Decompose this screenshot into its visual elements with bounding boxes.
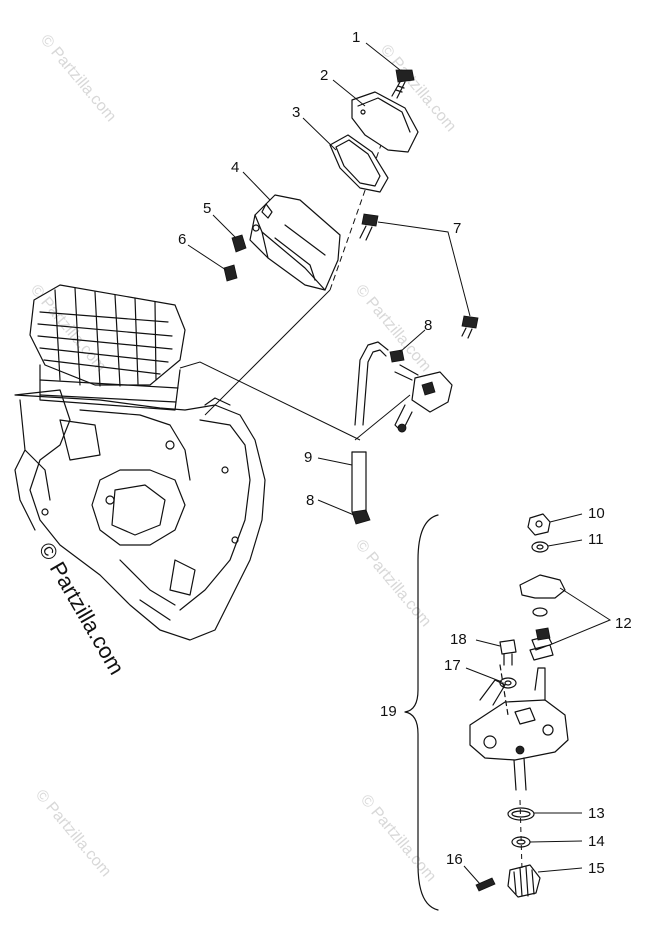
callout-18: 18 [450,631,467,648]
callout-13: 13 [588,805,605,822]
oil-pump-small-drawing [394,364,453,433]
partzilla-watermark: © Partzilla.com [34,538,130,679]
watermark-layer: © Partzilla.com © Partzilla.com © Partzi… [27,32,459,886]
part-1-bolt [391,69,415,99]
callout-8: 8 [306,492,314,509]
watermark-text: © Partzilla.com [357,792,439,886]
part-7-bolts [359,213,479,339]
watermark-text: © Partzilla.com [352,537,434,631]
callout-5: 5 [203,200,211,217]
callout-8: 8 [424,317,432,334]
part-6-grommet [223,264,238,282]
callout-15: 15 [588,860,605,877]
part-2-cover [351,91,419,153]
part-3-gasket [329,134,389,193]
callout-17: 17 [444,657,461,674]
part-11-washer [531,541,549,553]
part-8-clamp [389,349,405,363]
callout-7: 7 [453,220,461,237]
watermark-text: © Partzilla.com [37,32,119,126]
oil-pump-body-drawing [469,664,569,791]
leader-line [354,394,411,441]
callout-2: 2 [320,67,328,84]
part-12-lever [519,574,566,661]
part-15-gear [507,864,541,898]
assembly-brace [404,514,439,911]
callout-16: 16 [446,851,463,868]
callout-3: 3 [292,104,300,121]
callout-9: 9 [304,449,312,466]
leader-line [179,361,361,441]
callout-10: 10 [588,505,605,522]
callout-11: 11 [588,531,604,548]
part-8-clamp [351,509,371,525]
part-5-grommet [231,234,247,253]
callout-6: 6 [178,231,186,248]
callout-12: 12 [615,615,632,632]
callout-labels: 1 2 3 4 5 6 7 8 9 8 10 11 12 18 17 19 13… [178,29,632,877]
part-4-oil-tank [249,194,341,291]
callout-1: 1 [352,29,360,46]
callout-19: 19 [380,703,397,720]
part-18-bolt [499,639,517,666]
part-9-hose [351,341,389,513]
callout-leaders [187,42,612,885]
engine-block-drawing [14,284,266,641]
callout-14: 14 [588,833,605,850]
part-16-pin [475,877,496,892]
watermark-text: © Partzilla.com [32,787,114,881]
leader-line [519,799,523,871]
leader-line [204,289,331,416]
part-10-nut [527,513,551,536]
callout-4: 4 [231,159,239,176]
